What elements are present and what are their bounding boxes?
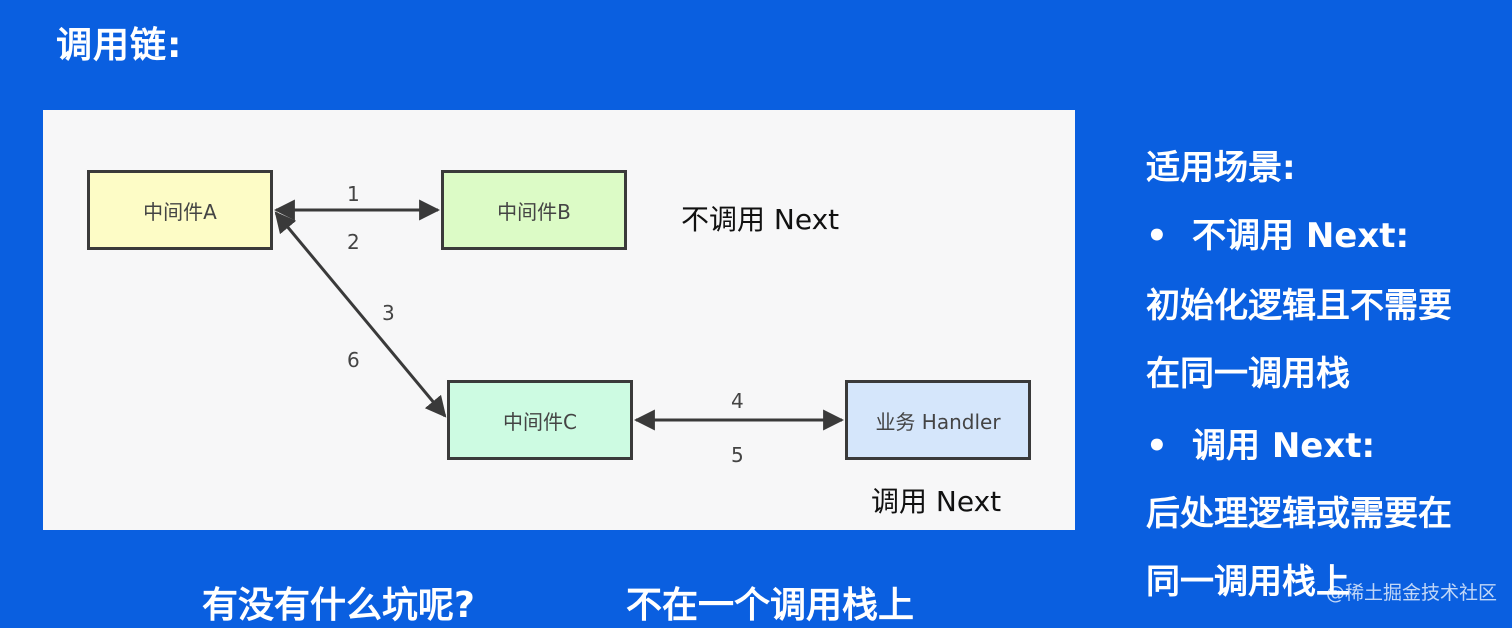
diagram-arrows bbox=[273, 199, 845, 431]
side-item2-label: 调用 Next: bbox=[1192, 426, 1376, 466]
bullet-icon: • bbox=[1146, 216, 1168, 256]
note-call-next: 调用 Next bbox=[871, 485, 1002, 518]
note-no-next: 不调用 Next bbox=[681, 203, 840, 236]
side-item2-line2: 同一调用栈上 bbox=[1146, 562, 1350, 602]
node-middleware-a: 中间件A bbox=[87, 170, 273, 250]
edge-a-c bbox=[274, 211, 447, 418]
bottom-answer: 不在一个调用栈上 bbox=[626, 585, 915, 626]
edge-label-6: 6 bbox=[347, 348, 360, 372]
side-item2-line1: 后处理逻辑或需要在 bbox=[1146, 494, 1452, 534]
side-item1-label-row: • 不调用 Next: bbox=[1146, 208, 1409, 257]
edge-label-1: 1 bbox=[347, 182, 360, 206]
node-middleware-c: 中间件C bbox=[447, 380, 633, 460]
bottom-question: 有没有什么坑呢? bbox=[202, 585, 475, 626]
edge-label-4: 4 bbox=[731, 389, 744, 413]
node-middleware-b: 中间件B bbox=[441, 170, 627, 250]
side-item1-line2: 在同一调用栈 bbox=[1146, 354, 1350, 394]
bullet-icon: • bbox=[1146, 426, 1168, 466]
page-title: 调用链: bbox=[56, 25, 183, 66]
side-item1-label: 不调用 Next: bbox=[1192, 216, 1410, 256]
edge-label-2: 2 bbox=[347, 230, 360, 254]
node-business-handler: 业务 Handler bbox=[845, 380, 1031, 460]
side-heading: 适用场景: bbox=[1146, 148, 1296, 188]
watermark: @稀土掘金技术社区 bbox=[1326, 582, 1498, 604]
side-item1-line1: 初始化逻辑且不需要 bbox=[1146, 286, 1452, 326]
side-item2-label-row: • 调用 Next: bbox=[1146, 418, 1375, 467]
edge-label-5: 5 bbox=[731, 443, 744, 467]
edge-label-3: 3 bbox=[382, 301, 395, 325]
diagram-panel: 中间件A 中间件B 中间件C 业务 Handler 1 2 3 6 4 5 不调… bbox=[43, 110, 1075, 530]
